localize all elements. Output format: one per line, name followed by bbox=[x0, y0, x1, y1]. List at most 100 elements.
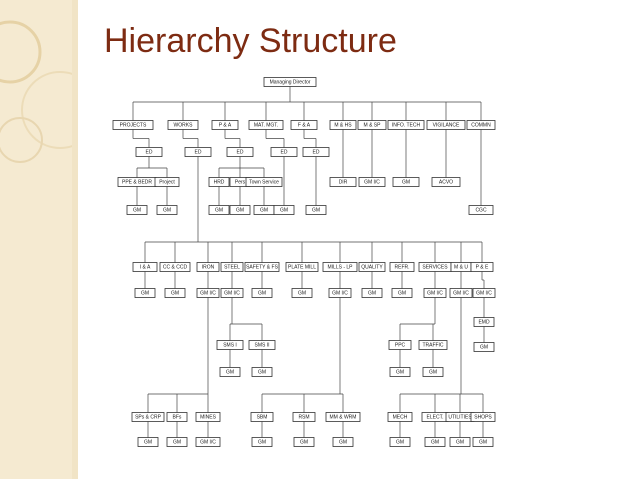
org-node-box bbox=[132, 262, 158, 272]
org-node-box bbox=[472, 288, 496, 298]
org-node-label: GM bbox=[141, 291, 149, 297]
org-node-label: ED bbox=[281, 150, 288, 156]
org-node-box bbox=[251, 367, 273, 377]
org-node-dir: DIR bbox=[329, 177, 357, 187]
org-node-box bbox=[285, 262, 319, 272]
org-node-label: GM bbox=[456, 440, 464, 446]
org-node-box bbox=[131, 412, 165, 422]
org-node-label: UTILITIES bbox=[448, 415, 472, 421]
org-node-project: Project bbox=[154, 177, 180, 187]
org-node-gms1: GM bbox=[219, 367, 241, 377]
org-node-label: PLATE MILL bbox=[288, 265, 316, 271]
org-node-gmp2: GM bbox=[422, 367, 444, 377]
org-node-box bbox=[470, 262, 494, 272]
org-node-ed2: ED bbox=[184, 147, 212, 157]
org-node-ed5: ED bbox=[302, 147, 330, 157]
org-node-msp: M & SP bbox=[357, 120, 387, 130]
org-node-label: HRD bbox=[214, 180, 225, 186]
org-node-label: CGC bbox=[475, 208, 487, 214]
org-node-box bbox=[422, 367, 444, 377]
org-node-box bbox=[329, 177, 357, 187]
org-node-gmemd: GM bbox=[473, 342, 495, 352]
org-node-box bbox=[166, 437, 188, 447]
org-node-box bbox=[389, 367, 411, 377]
org-node-fa: F & A bbox=[290, 120, 318, 130]
org-node-box bbox=[473, 342, 495, 352]
org-node-label: SMS I bbox=[223, 343, 237, 349]
org-node-box bbox=[449, 437, 471, 447]
org-node-traffic: TRAFFIC bbox=[418, 340, 448, 350]
org-node-sms2: SMS II bbox=[248, 340, 276, 350]
sidebar-edge bbox=[72, 0, 78, 479]
org-node-label: PPE & BEDR bbox=[122, 180, 152, 186]
org-node-vigilance: VIGILANCE bbox=[426, 120, 466, 130]
org-node-box bbox=[431, 177, 461, 187]
org-node-mu: M & U bbox=[450, 262, 472, 272]
org-node-box bbox=[293, 437, 315, 447]
org-node-mhs: M & HS bbox=[329, 120, 357, 130]
org-node-box bbox=[195, 412, 221, 422]
org-node-box bbox=[216, 340, 244, 350]
org-node-label: ELECT. bbox=[427, 415, 444, 421]
org-node-bfs: BFs bbox=[166, 412, 188, 422]
org-node-label: REFR. bbox=[395, 265, 410, 271]
org-node-box bbox=[211, 120, 239, 130]
org-node-box bbox=[159, 262, 191, 272]
org-node-utilities: UTILITIES bbox=[445, 412, 475, 422]
decorative-circles bbox=[0, 20, 72, 163]
org-node-label: SHOPS bbox=[474, 415, 492, 421]
org-node-label: GM bbox=[396, 370, 404, 376]
org-node-la: I & A bbox=[132, 262, 158, 272]
org-node-box bbox=[126, 205, 148, 215]
org-node-b7: GM bbox=[389, 437, 411, 447]
org-node-services: SERVICES bbox=[418, 262, 452, 272]
org-node-box bbox=[220, 288, 244, 298]
org-node-label: GM I/C bbox=[427, 291, 443, 297]
org-node-box bbox=[196, 288, 220, 298]
org-node-label: VIGILANCE bbox=[433, 123, 460, 129]
org-node-ppebedr: PPE & BEDR bbox=[117, 177, 157, 187]
org-node-box bbox=[251, 288, 273, 298]
org-node-label: IRON bbox=[202, 265, 215, 271]
org-node-millslp: MILLS - LP bbox=[322, 262, 358, 272]
org-node-g2: GM bbox=[164, 288, 186, 298]
org-node-box bbox=[423, 288, 447, 298]
org-node-label: GM bbox=[144, 440, 152, 446]
org-node-label: GM bbox=[398, 291, 406, 297]
org-node-box bbox=[112, 120, 154, 130]
org-node-label: GM I/C bbox=[476, 291, 492, 297]
org-node-box bbox=[208, 177, 230, 187]
org-node-label: PPC bbox=[395, 343, 406, 349]
org-node-projects: PROJECTS bbox=[112, 120, 154, 130]
org-node-box bbox=[325, 412, 361, 422]
org-node-box bbox=[358, 177, 386, 187]
org-node-box bbox=[248, 340, 276, 350]
org-node-gmr3: GM bbox=[392, 177, 420, 187]
org-node-label: GM bbox=[479, 440, 487, 446]
org-node-label: ED bbox=[195, 150, 202, 156]
org-node-label: GM I/C bbox=[332, 291, 348, 297]
slide-title: Hierarchy Structure bbox=[104, 22, 397, 60]
org-node-box bbox=[472, 437, 494, 447]
org-node-box bbox=[270, 147, 298, 157]
org-node-label: GM bbox=[258, 291, 266, 297]
org-node-gm2: GM bbox=[156, 205, 178, 215]
org-node-label: ED bbox=[313, 150, 320, 156]
org-node-label: GM bbox=[396, 440, 404, 446]
org-node-label: P & A bbox=[219, 123, 232, 129]
org-node-box bbox=[328, 288, 352, 298]
org-node-sms1: SMS I bbox=[216, 340, 244, 350]
org-node-b8: GM bbox=[424, 437, 446, 447]
org-node-label: WORKS bbox=[174, 123, 194, 129]
org-node-box bbox=[226, 147, 254, 157]
org-node-label: GM bbox=[133, 208, 141, 214]
org-node-label: SMS II bbox=[254, 343, 269, 349]
org-node-acvo: ACVO bbox=[431, 177, 461, 187]
org-node-label: GM bbox=[431, 440, 439, 446]
org-node-box bbox=[361, 288, 383, 298]
org-node-box bbox=[220, 262, 244, 272]
org-node-b9: GM bbox=[449, 437, 471, 447]
org-node-label: GM bbox=[298, 291, 306, 297]
